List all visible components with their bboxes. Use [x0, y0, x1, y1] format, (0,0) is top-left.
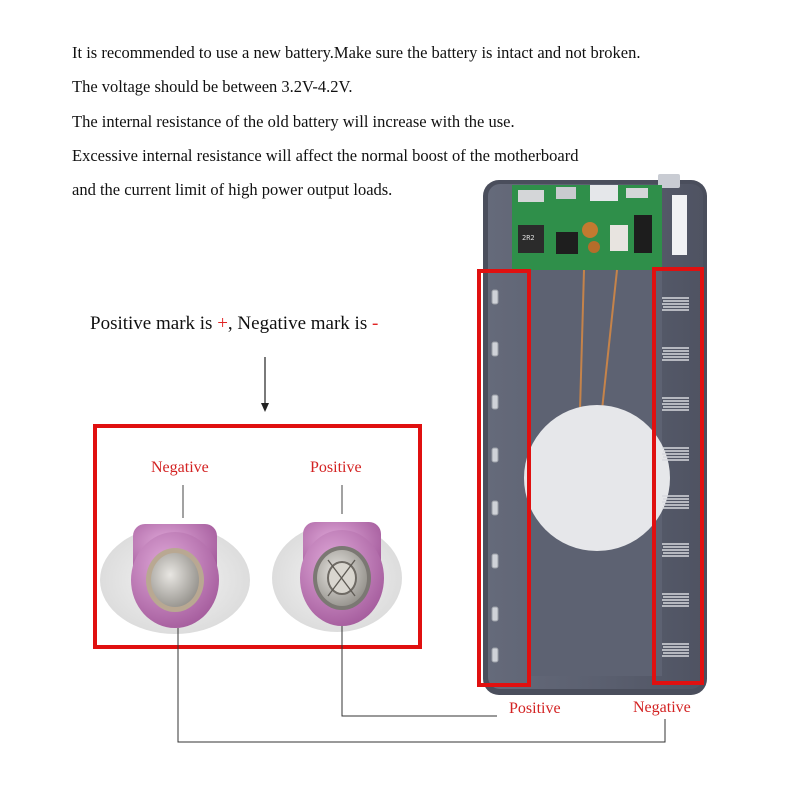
plus-mark: + — [217, 313, 228, 334]
cell-ends-panel: Negative Positive — [93, 424, 422, 649]
wireless-coil-disc — [524, 405, 670, 551]
minus-mark: - — [371, 313, 379, 334]
pcb-marking: 2R2 — [522, 234, 535, 242]
intro-line-3: The internal resistance of the old batte… — [72, 112, 515, 131]
pcb-board: 2R2 — [512, 185, 687, 270]
negative-contacts-highlight — [477, 269, 531, 687]
power-bank-case: 2R2 — [477, 174, 707, 695]
intro-line-2: The voltage should be between 3.2V-4.2V. — [72, 77, 353, 96]
bank-positive-label: Positive — [509, 700, 561, 717]
bank-negative-label: Negative — [633, 699, 691, 716]
spring-contacts — [662, 297, 689, 657]
negative-cell-end — [100, 524, 250, 634]
cell-negative-label: Negative — [151, 459, 209, 476]
intro-line-5: and the current limit of high power outp… — [72, 180, 393, 199]
cell-photos — [100, 485, 402, 634]
polarity-marks-caption: Positive mark is +, Negative mark is - — [90, 313, 378, 335]
intro-line-4: Excessive internal resistance will affec… — [72, 146, 579, 165]
intro-line-1: It is recommended to use a new battery.M… — [72, 43, 641, 62]
positive-contacts-highlight — [652, 267, 704, 685]
marks-prefix: Positive mark is — [90, 313, 218, 334]
positive-cell-end — [272, 522, 402, 632]
marks-middle: , Negative mark is — [227, 313, 372, 334]
down-arrow-icon — [261, 357, 269, 412]
cell-positive-label: Positive — [310, 459, 362, 476]
